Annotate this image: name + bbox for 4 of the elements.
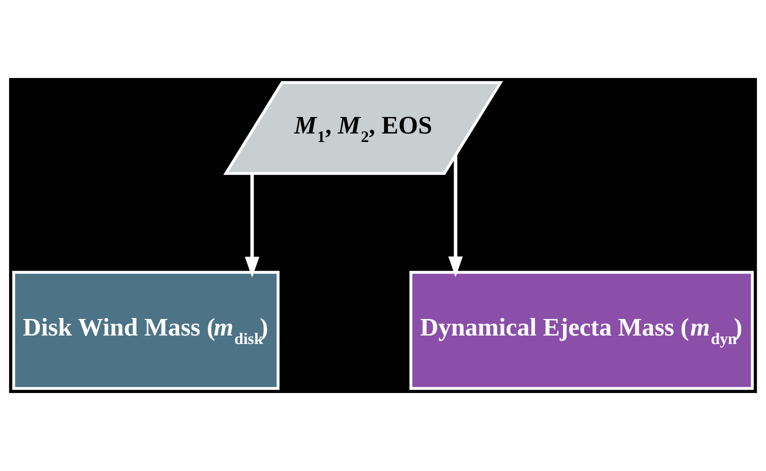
arrow xyxy=(448,155,463,278)
node-box: Dynamical Ejecta Mass (m$_{dyn}$) xyxy=(409,270,754,390)
node-box: Disk Wind Mass (m$_{disk}$) xyxy=(12,270,280,390)
arrow xyxy=(244,174,260,278)
